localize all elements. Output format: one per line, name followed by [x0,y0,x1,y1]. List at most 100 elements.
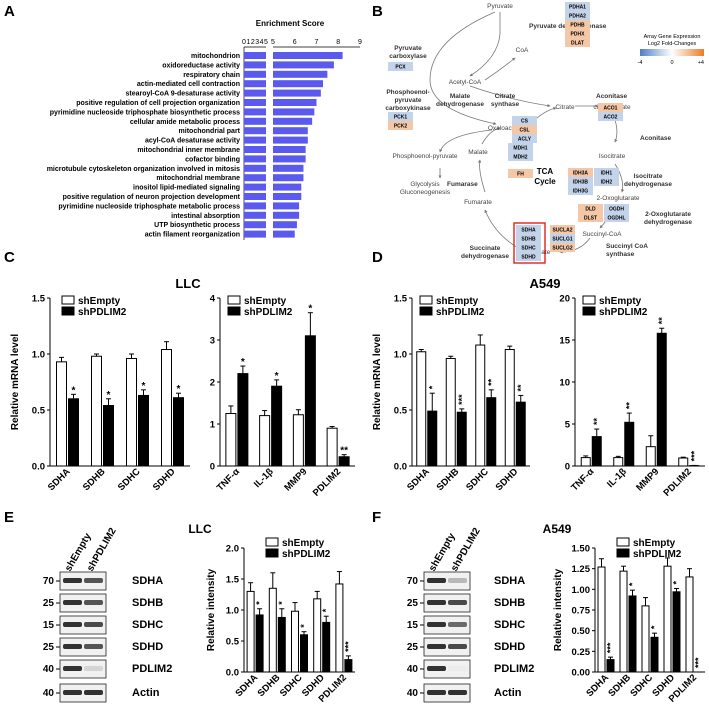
band-shpdlim2 [448,666,467,671]
a-bar-right [273,118,312,125]
legend-label-shpdlim2: shPDLIM2 [599,307,648,318]
a-bar-right [273,155,306,162]
significance-mark: * [628,582,638,586]
y-tick-label: 0.50 [572,626,591,637]
a-term-label: acyl-CoA desaturase activity [145,138,240,145]
y-axis-label: Relative intensity [206,568,217,651]
a-bar-left [244,155,266,162]
a-term-label: actin-mediated cell contraction [137,81,240,88]
gene-label: PCX [395,65,406,71]
significance-mark: *** [457,394,467,405]
blot-lane-label: shPDLIM2 [449,526,483,574]
blot-protein-label: SDHD [494,641,525,653]
legend-swatch-shempty [583,296,595,304]
metabolite-malate: Malate [468,149,488,156]
panel-c-title: LLC [175,276,201,291]
legend-label-shempty: shEmpty [633,538,676,549]
a-bar-right [273,174,303,181]
blot-protein-label: SDHC [132,619,163,631]
bar-shempty [293,415,303,466]
tca-label-line1: TCA [537,167,554,176]
blot-protein-label: SDHA [494,575,525,587]
blot-marker: 25 [407,642,419,653]
y-tick-label: 1.0 [226,606,239,617]
a-term-label: respiratory chain [183,72,240,79]
bar-shempty [646,447,655,466]
color-scale-bar [640,49,704,56]
gene-label: SUCLA2 [552,228,572,234]
bar-shpdlim2 [69,399,79,466]
legend-swatch-shempty [62,296,74,304]
blot-marker: 15 [407,620,419,631]
y-tick-label: 1.0 [394,350,407,361]
bar-shpdlim2 [592,437,601,466]
bar-shpdlim2 [516,402,525,466]
y-tick-label: 1.00 [572,585,591,596]
blot-marker: 25 [43,598,55,609]
legend-label-shpdlim2: shPDLIM2 [244,307,293,318]
y-tick-label: 2.0 [226,544,239,555]
band-shpdlim2 [84,690,103,695]
enzyme-scs-line2: synthase [606,251,635,258]
bar-shpdlim2 [345,660,352,672]
bar-shpdlim2 [104,406,114,466]
bar-shempty [247,591,254,672]
significance-mark: *** [694,657,704,668]
metabolite-citrate: Citrate [555,104,575,111]
enzyme-ogdh-line1: 2-Oxoglutarate [645,211,691,218]
gene-label: SDHB [521,237,536,243]
panel-letter-e: E [4,509,14,526]
a-bar-left [244,108,266,115]
gene-label: PDHX [571,32,586,38]
blot-marker: 40 [407,664,419,675]
a-bar-right [273,231,295,238]
y-tick-label: 0 [210,462,215,473]
band-shpdlim2 [84,622,103,627]
bar-shempty [446,358,455,466]
a-term-label: pyrimidine nucleoside triphosphate metab… [58,203,240,210]
legend-swatch-shempty [228,296,240,304]
bar-shempty [57,362,67,466]
a-term-label: intestinal absorption [171,213,240,220]
legend-swatch-shpdlim2 [228,307,240,315]
bar-shpdlim2 [625,422,634,466]
a-bar-left [244,52,266,59]
gene-label: ACO2 [604,115,618,121]
a-bar-right [273,184,301,191]
bar-shempty [598,567,605,672]
y-tick-label: 4 [210,294,216,305]
bar-shempty [686,577,693,672]
a-bar-right [273,99,317,106]
bar-shpdlim2 [457,412,466,466]
y-tick-label: 1.0 [32,350,45,361]
legend-tick-min: -4 [638,60,643,66]
enzyme-aconitase-1: Aconitase [596,93,627,100]
enzyme-scs-line1: Succinyl CoA [606,243,648,250]
significance-mark: ** [516,384,526,392]
gene-label: SDHD [521,255,536,261]
y-tick-label: 0 [565,462,570,473]
a-tick-left: 0 [242,39,246,46]
band-shpdlim2 [84,666,103,671]
y-tick-label: 3 [210,336,215,347]
gene-label: CS [521,119,529,125]
a-bar-right [273,193,301,200]
a-tick-right: 6 [293,39,297,46]
a-tick-right: 5 [271,39,275,46]
band-shpdlim2 [448,644,467,649]
x-tick-label: PDLIM2 [311,466,343,498]
gene-label: SDHC [521,246,536,252]
a-bar-left [244,80,266,87]
bar-shempty [581,458,590,466]
panel-letter-a: A [4,3,15,20]
x-tick-label: SDHB [256,672,283,699]
y-tick-label: 0.75 [572,606,591,617]
bar-shpdlim2 [428,411,437,466]
panel-letter-b: B [372,3,383,20]
a-term-label: positive regulation of neuron projection… [63,194,241,201]
y-tick-label: 0.0 [394,462,407,473]
y-tick-label: 10 [559,378,570,389]
